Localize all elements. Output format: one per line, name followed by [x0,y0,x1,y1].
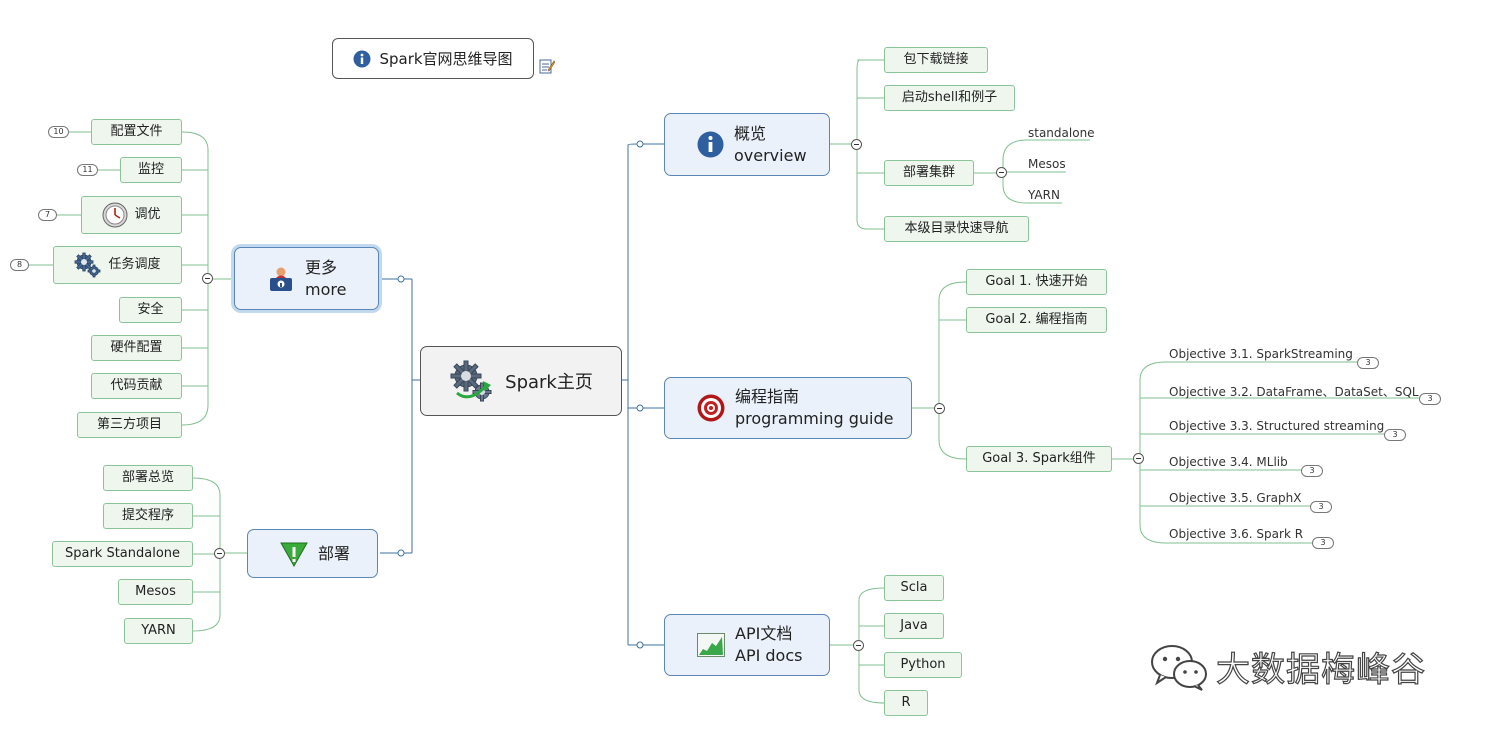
more-item-tuning[interactable]: 调优 [81,196,182,234]
cluster-collapse-toggle[interactable] [996,167,1007,178]
deploy-item-standalone[interactable]: Spark Standalone [52,541,193,567]
more-item-monitor-count[interactable]: 11 [77,164,98,176]
cluster-item-standalone[interactable]: standalone [1028,126,1095,140]
info-icon [353,50,371,67]
more-item-monitor[interactable]: 监控 [120,157,182,183]
objective-dataframe-count[interactable]: 3 [1419,393,1441,405]
deploy-collapse-toggle[interactable] [214,548,225,559]
goal-quick-start[interactable]: Goal 1. 快速开始 [966,269,1107,295]
overview-item-nav[interactable]: 本级目录快速导航 [884,216,1029,242]
more-item-scheduling[interactable]: 任务调度 [53,246,182,284]
api-title-cn: API文档 [735,624,793,643]
more-item-hardware[interactable]: 硬件配置 [91,335,182,361]
map-title-text: Spark官网思维导图 [379,50,513,68]
more-node[interactable]: 更多 more [234,247,379,310]
goal-programming-guide[interactable]: Goal 2. 编程指南 [966,307,1107,333]
api-item-java[interactable]: Java [884,613,944,639]
deploy-item-mesos[interactable]: Mesos [118,579,193,605]
center-node-label: Spark主页 [505,372,593,393]
chart-icon [697,633,725,657]
goal-spark-components[interactable]: Goal 3. Spark组件 [966,446,1112,472]
watermark: 大数据梅峰谷 [1150,642,1426,691]
deploy-title-cn: 部署 [318,543,351,563]
objective-dataframe[interactable]: Objective 3.2. DataFrame、DataSet、SQL [1169,385,1419,399]
api-title-en: API docs [735,646,803,665]
objective-structured-streaming[interactable]: Objective 3.3. Structured streaming [1169,419,1385,433]
overview-item-cluster[interactable]: 部署集群 [884,160,974,186]
more-item-security[interactable]: 安全 [119,297,182,323]
clock-icon [102,202,128,228]
more-title-en: more [305,279,347,299]
more-collapse-toggle[interactable] [202,273,213,284]
deploy-item-yarn[interactable]: YARN [124,618,193,644]
objective-spark-r[interactable]: Objective 3.6. Spark R [1169,527,1304,541]
api-collapse-toggle[interactable] [853,640,864,651]
info-icon [697,131,724,158]
cluster-item-yarn[interactable]: YARN [1028,188,1060,202]
overview-title-cn: 概览 [734,123,767,143]
center-node[interactable]: Spark主页 [420,346,622,416]
deploy-item-overview[interactable]: 部署总览 [103,465,193,491]
more-item-scheduling-label: 任务调度 [108,257,161,272]
api-item-scala[interactable]: Scla [884,575,944,601]
objective-streaming[interactable]: Objective 3.1. SparkStreaming [1169,347,1353,361]
api-item-python[interactable]: Python [884,652,962,678]
gear-icon [75,252,101,278]
programming-collapse-toggle[interactable] [934,403,945,414]
wechat-icon [1151,644,1207,691]
more-title-cn: 更多 [305,257,338,277]
programming-guide-node[interactable]: 编程指南 programming guide [664,377,912,439]
more-item-third-party[interactable]: 第三方项目 [77,412,182,438]
deploy-node[interactable]: 部署 [247,529,378,578]
person-info-icon [270,267,292,291]
overview-item-download[interactable]: 包下载链接 [884,47,988,73]
target-icon [697,394,725,422]
objective-graphx[interactable]: Objective 3.5. GraphX [1169,491,1302,505]
more-item-tuning-count[interactable]: 7 [38,209,57,221]
api-item-r[interactable]: R [884,690,928,716]
map-title: Spark官网思维导图 [332,38,534,79]
cluster-item-mesos[interactable]: Mesos [1028,157,1066,171]
more-item-contribute[interactable]: 代码贡献 [91,373,182,399]
overview-collapse-toggle[interactable] [851,139,862,150]
api-docs-node[interactable]: API文档 API docs [664,614,830,676]
overview-title-en: overview [734,145,807,165]
objective-graphx-count[interactable]: 3 [1310,501,1332,513]
watermark-text: 大数据梅峰谷 [1215,649,1426,690]
objective-mllib[interactable]: Objective 3.4. MLlib [1169,455,1288,469]
programming-title-cn: 编程指南 [735,387,800,406]
more-item-scheduling-count[interactable]: 8 [10,259,29,271]
objective-spark-r-count[interactable]: 3 [1312,537,1334,549]
overview-item-shell[interactable]: 启动shell和例子 [884,85,1015,111]
components-collapse-toggle[interactable] [1133,453,1144,464]
gear-icon [450,360,492,402]
objective-mllib-count[interactable]: 3 [1301,465,1323,477]
more-item-config[interactable]: 配置文件 [91,119,182,145]
deploy-item-submit[interactable]: 提交程序 [103,503,193,529]
overview-node[interactable]: 概览 overview [664,113,830,176]
objective-streaming-count[interactable]: 3 [1357,357,1379,369]
more-item-config-count[interactable]: 10 [48,126,69,138]
more-item-tuning-label: 调优 [134,207,161,222]
note-icon[interactable] [539,58,555,74]
warning-down-icon [280,542,308,567]
programming-title-en: programming guide [735,409,894,428]
objective-structured-count[interactable]: 3 [1384,429,1406,441]
